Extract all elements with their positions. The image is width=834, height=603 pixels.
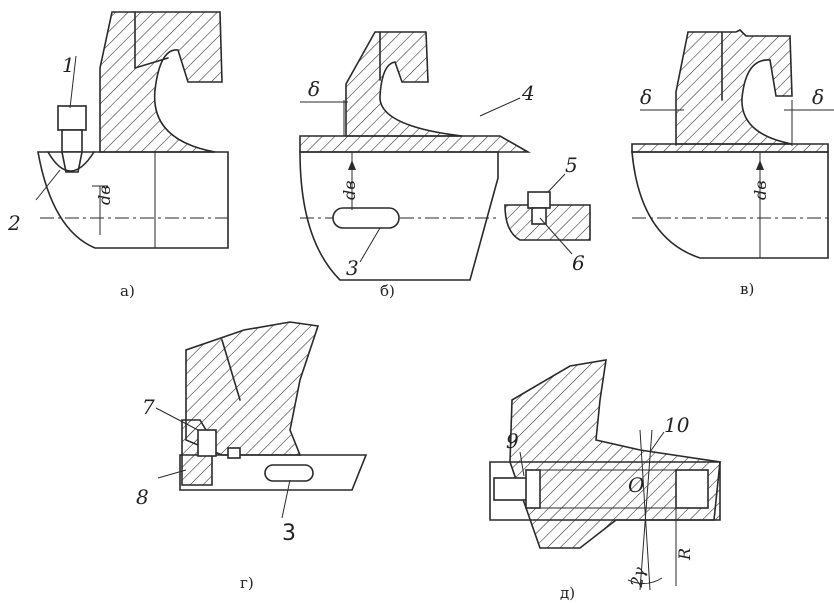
label-5: 5 (565, 153, 578, 177)
label-4: 4 (521, 81, 535, 105)
caption-d: д) (560, 584, 575, 602)
label-7: 7 (142, 395, 155, 419)
set-screw-1 (57, 105, 87, 131)
label-o: O (628, 473, 644, 497)
caption-v: в) (740, 280, 754, 298)
label-delta-b: δ (308, 77, 320, 101)
label-9: 9 (506, 429, 519, 453)
caption-g: г) (240, 574, 254, 592)
label-1: 1 (62, 53, 75, 77)
label-delta-v1: δ (640, 85, 652, 109)
label-2: 2 (7, 211, 21, 235)
label-6: 6 (572, 251, 585, 275)
label-db-a: dв (95, 185, 114, 205)
label-3-b: 3 (346, 256, 359, 280)
shaft-body-v (631, 151, 829, 259)
key-4 (299, 135, 532, 153)
bolt-9 (493, 477, 529, 501)
label-3-g: 3 (282, 521, 296, 546)
shaft-body-a (37, 151, 229, 249)
impeller-v (675, 29, 793, 145)
impeller-b (345, 31, 463, 137)
caption-b: б) (380, 282, 395, 300)
label-delta-v2: δ (812, 85, 824, 109)
view-v: δ δ dв в) (631, 29, 834, 298)
impeller-g (185, 321, 320, 456)
view-g: 7 8 3 г) (136, 321, 368, 592)
caption-a: а) (120, 282, 135, 300)
keyway-3-b (332, 207, 400, 229)
impeller-a (99, 11, 223, 153)
label-10: 10 (664, 413, 690, 437)
label-db-b: dв (340, 180, 359, 200)
view-b: δ 4 dв 3 5 6 б) (299, 31, 591, 300)
detail-5-6 (504, 204, 591, 241)
label-r: R (675, 548, 694, 561)
band-v (631, 143, 829, 153)
view-d: 9 10 O R 2γ д) (489, 359, 721, 602)
impeller-d (509, 359, 721, 549)
keyway-3-g (264, 464, 314, 482)
view-a: 1 2 dв а) (7, 11, 229, 300)
label-8: 8 (136, 485, 149, 509)
label-db-v: dв (751, 180, 770, 200)
label-gamma: 2γ (627, 565, 649, 589)
